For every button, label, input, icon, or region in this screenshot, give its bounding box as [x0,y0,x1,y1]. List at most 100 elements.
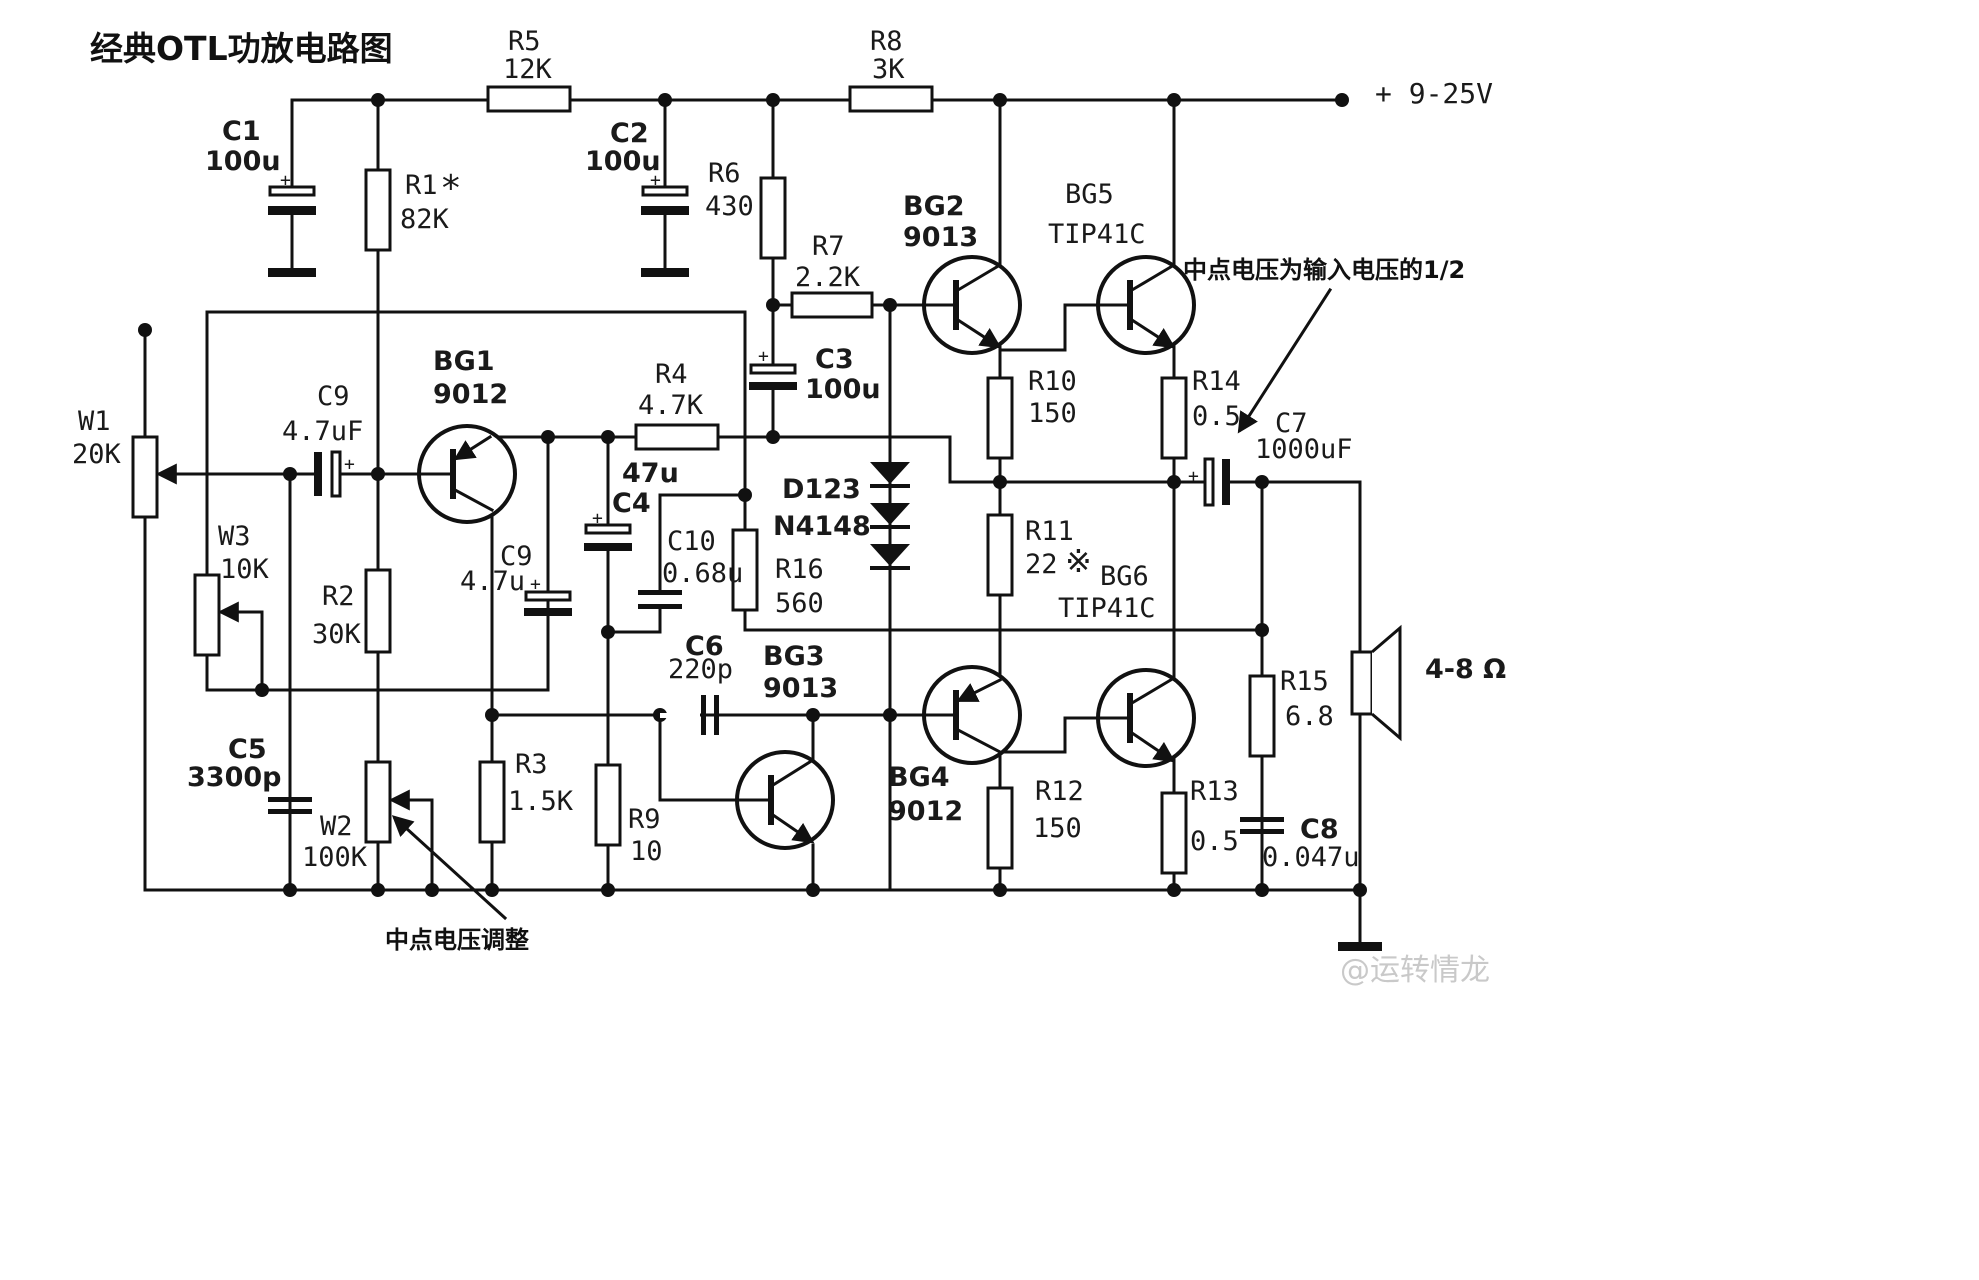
r9-value: 10 [630,836,663,867]
r7-value: 2.2K [795,262,861,293]
c10-value: 0.68u [662,558,743,589]
bg2-name: BG2 [903,191,965,222]
r11-value: 22 [1025,549,1058,580]
w3-body [193,573,221,657]
r4-value: 4.7K [638,390,704,421]
c6-name: C6 [685,631,724,662]
c2-symbol: + [641,170,689,277]
c10-symbol [638,590,682,609]
w1-value: 20K [72,439,122,470]
r2-value: 30K [312,619,362,650]
r2-body [364,568,392,654]
r10-name: R10 [1028,366,1077,397]
c2-name: C2 [610,118,649,149]
r12-body [986,786,1014,870]
c5-name: C5 [228,734,267,765]
c7-name: C7 [1275,408,1308,439]
r10-body [986,376,1014,460]
bg4-value: 9012 [888,796,963,827]
potentiometers [131,435,422,844]
c3-symbol: + [749,346,797,390]
r7-body [790,291,874,319]
c9a-name: C9 [317,381,350,412]
c4-value: 47u [622,458,679,489]
r6-body [759,176,787,260]
c3-value: 100u [805,374,881,405]
r1-value: 82K [400,204,450,235]
c4-name: C4 [612,488,651,519]
r8-name: R8 [870,26,903,57]
adjust-note: 中点电压调整 [385,926,529,954]
r16-body [731,528,759,612]
r13-body [1160,791,1188,875]
midpoint-arrow [1237,287,1333,434]
d123-value: N4148 [773,511,871,542]
r3-name: R3 [515,749,548,780]
r5-name: R5 [508,26,541,57]
r13-value: 0.5 [1190,826,1239,857]
capacitors: + + + + + + [268,170,1284,834]
w1-name: W1 [78,406,111,437]
r6-name: R6 [708,158,741,189]
r6-value: 430 [705,191,754,222]
svg-text:+: + [650,170,661,191]
r11-body [986,513,1014,597]
r7-name: R7 [812,231,845,262]
adjust-arrow [391,815,508,921]
bg4-name: BG4 [888,762,950,793]
bg1-transistor [417,424,517,524]
c3-name: C3 [815,344,854,375]
bg1-value: 9012 [433,379,508,410]
r9-name: R9 [628,804,661,835]
r3-value: 1.5K [508,786,574,817]
watermark: @运转情龙 [1340,953,1490,988]
r13-name: R13 [1190,776,1239,807]
c8-name: C8 [1300,814,1339,845]
c6-value: 220p [668,654,733,685]
c10-name: C10 [667,526,716,557]
bg2-transistor [922,255,1022,355]
svg-text:+: + [344,454,355,475]
r8-body [848,85,934,113]
c6-symbol [660,695,719,735]
r1-mark: * [440,168,462,209]
bg3-transistor [735,750,835,850]
c9a-symbol: + [314,450,355,498]
r11-name: R11 [1025,516,1074,547]
bg5-value: TIP41C [1048,219,1146,250]
r12-value: 150 [1033,813,1082,844]
r2-name: R2 [322,581,355,612]
speaker-icon [1350,624,1402,742]
r16-name: R16 [775,554,824,585]
c8-value: 0.047u [1262,842,1360,873]
c1-value: 100u [205,146,281,177]
r11-mark: ※ [1065,542,1092,580]
c8-symbol [1240,817,1284,834]
r1-body [364,168,392,252]
w1-body [131,435,159,519]
svg-text:+: + [1188,466,1199,487]
c1-name: C1 [222,116,261,147]
circuit-schematic: + + + + + + [72,26,1506,988]
r14-value: 0.5 [1192,401,1241,432]
resistors [364,85,1276,875]
r3-body [478,760,506,844]
w2-body [364,760,392,844]
r5-body [486,85,572,113]
r5-value: 12K [503,54,553,85]
r15-value: 6.8 [1285,701,1334,732]
transistors [417,255,1196,850]
r14-name: R14 [1192,366,1241,397]
d123-name: D123 [782,474,861,505]
junction-dots [138,93,1367,897]
bg5-transistor [1096,255,1196,355]
c5-symbol [268,797,312,814]
bg2-value: 9013 [903,222,978,253]
r9-body [594,763,622,847]
c4-symbol: + [584,508,632,551]
diodes-d123 [870,456,910,590]
speaker-label: 4-8 Ω [1425,654,1506,685]
c9b-symbol: + [524,574,572,616]
r4-name: R4 [655,359,688,390]
w2-name: W2 [320,811,353,842]
